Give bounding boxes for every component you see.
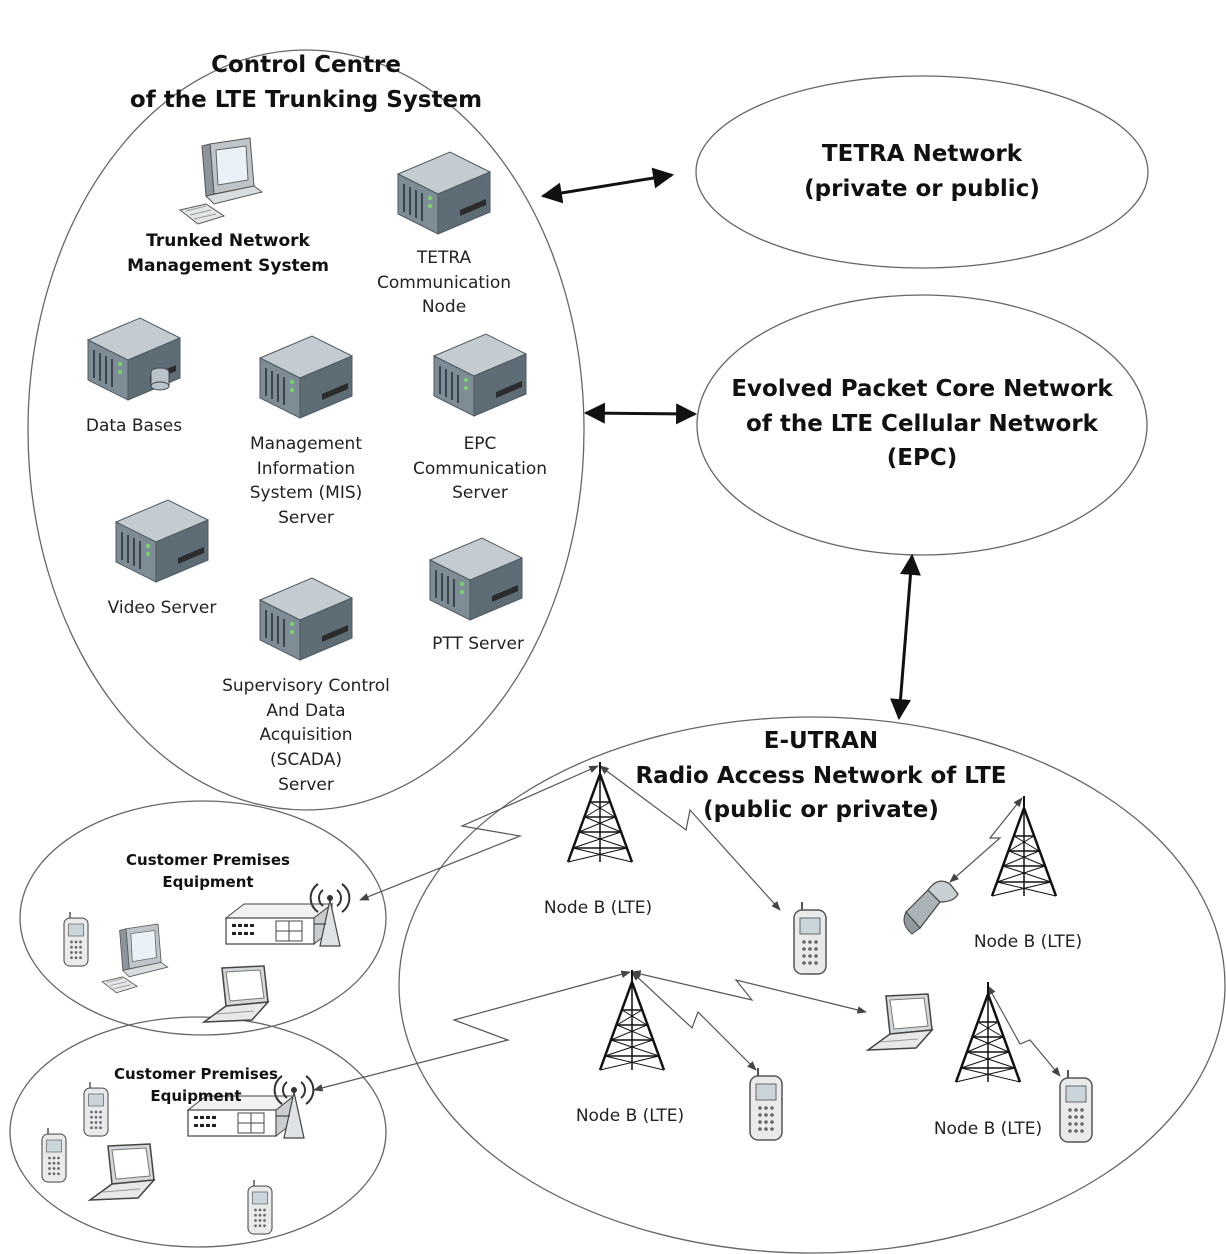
mobile-phone-icon	[41, 1127, 67, 1183]
node-b-label: Node B (LTE)	[543, 898, 653, 918]
cpe-label: Customer Premises Equipment	[126, 851, 290, 891]
tower-icon	[954, 980, 1022, 1084]
radio-link-tower2-cpe2	[313, 970, 631, 1092]
video-server-label: Video Server	[107, 598, 217, 618]
arrow-epc-eutran	[890, 553, 921, 721]
tnms-label: Trunked Network Management System	[127, 231, 329, 276]
epc-network-ellipse	[696, 294, 1148, 556]
server-icon	[429, 537, 523, 621]
radio-link-tower2-laptop	[631, 970, 867, 1014]
tetra-network-ellipse	[695, 75, 1149, 269]
eutran-title: E-UTRAN Radio Access Network of LTE (pub…	[635, 728, 1007, 823]
arrow-cc-tetra	[540, 167, 675, 204]
tower-icon	[598, 968, 666, 1072]
laptop-icon	[203, 965, 269, 1023]
cpe-ellipse-top	[19, 800, 387, 1036]
server-icon	[433, 333, 527, 417]
mobile-phone-icon	[63, 911, 89, 967]
laptop-icon	[89, 1143, 155, 1201]
server-icon	[397, 151, 491, 235]
mobile-phone-icon	[749, 1067, 783, 1141]
epc-network-title: Evolved Packet Core Network of the LTE C…	[731, 376, 1113, 471]
server-icon	[259, 577, 353, 661]
mobile-phone-icon	[247, 1179, 273, 1235]
server-icon	[115, 499, 209, 583]
arrow-cc-epc	[583, 402, 698, 425]
radio-link-tower4-phone	[987, 985, 1061, 1077]
node-b-label: Node B (LTE)	[973, 932, 1083, 952]
mobile-phone-icon	[793, 901, 827, 975]
radio-link-tower2-phone	[631, 971, 757, 1071]
tetra-network-title: TETRA Network (private or public)	[804, 141, 1040, 202]
ptt-server-label: PTT Server	[432, 634, 524, 654]
flip-phone-icon	[903, 880, 959, 935]
mis-server-label: Management Information System (MIS) Serv…	[249, 434, 363, 528]
radio-link-tower3-flipphone	[949, 797, 1023, 883]
radio-link-tower1-phone	[599, 765, 781, 911]
control-centre-title: Control Centre of the LTE Trunking Syste…	[129, 52, 483, 113]
node-b-label: Node B (LTE)	[933, 1119, 1043, 1139]
tetra-node-label: TETRA Communication Node	[377, 248, 511, 318]
database-server-icon	[87, 317, 181, 401]
server-icon	[259, 335, 353, 419]
scada-server-label: Supervisory Control And Data Acquisition…	[222, 676, 390, 795]
control-centre-ellipse	[27, 49, 585, 811]
computer-icon	[101, 923, 169, 994]
cpe-label: Customer Premises Equipment	[114, 1065, 278, 1105]
cpe-ellipse-bottom	[9, 1016, 387, 1248]
epc-server-label: EPC Communication Server	[413, 434, 547, 504]
data-bases-label: Data Bases	[85, 416, 183, 436]
radio-link-tower1-cpe1	[359, 765, 599, 901]
laptop-icon	[867, 993, 933, 1051]
node-b-label: Node B (LTE)	[575, 1106, 685, 1126]
computer-icon	[179, 137, 263, 225]
